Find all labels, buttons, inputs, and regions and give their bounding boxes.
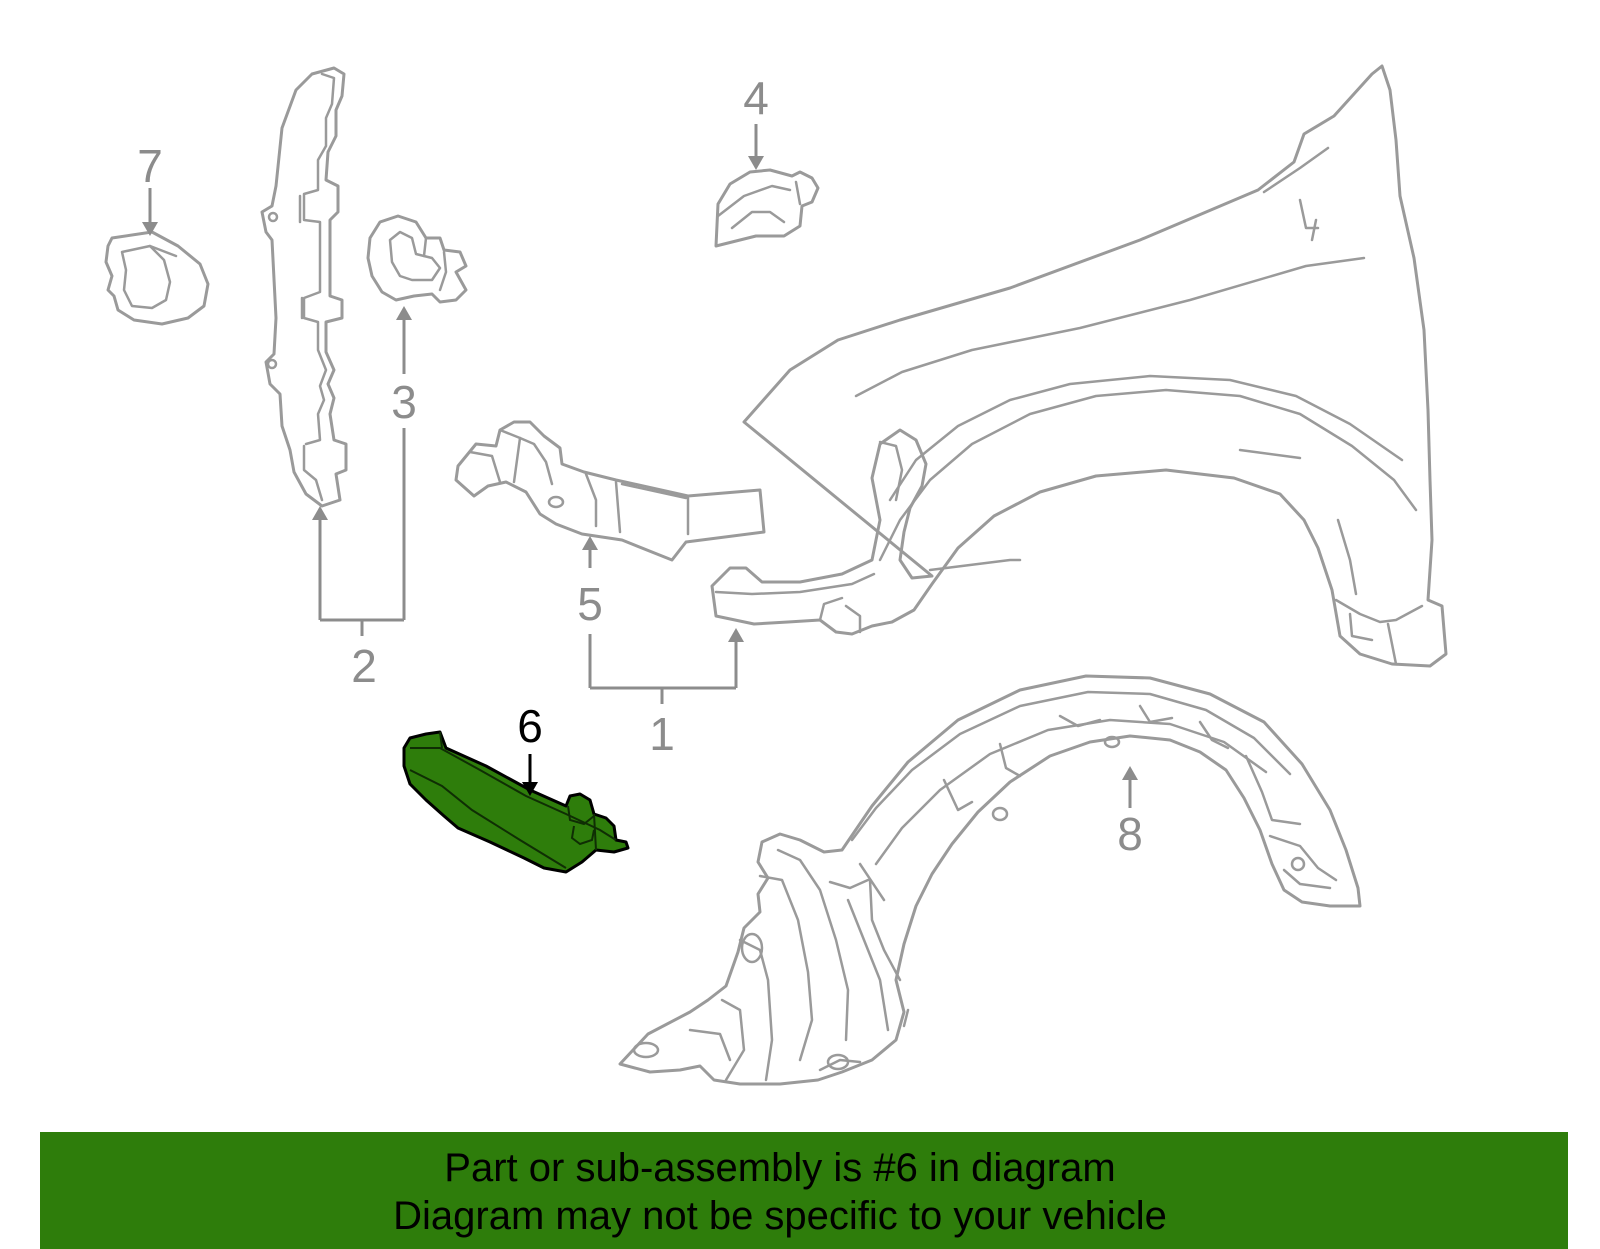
part-8-fender-liner [618,674,1362,1086]
part-2-side-bracket [260,66,348,508]
callout-3: 3 [391,376,417,428]
part-3-clip [366,214,468,304]
callout-4: 4 [743,72,769,124]
part-6-highlighted-bracket [402,730,630,874]
part-7-clip [104,230,210,326]
callout-6: 6 [517,700,543,752]
banner-line-part: Part or sub-assembly is #6 in diagram [444,1146,1116,1190]
part-1-fender [710,64,1448,668]
leaders [142,124,1138,808]
callout-5: 5 [577,578,603,630]
part-5-bracket [454,420,766,562]
callout-labels: 7 4 3 2 5 1 6 8 [137,72,1143,860]
callout-7: 7 [137,140,163,192]
info-banner: Part or sub-assembly is #6 in diagram Di… [40,1132,1568,1249]
part-4-retainer [714,168,820,248]
callout-1: 1 [649,708,675,760]
banner-text: Part or sub-assembly is #6 in diagram Di… [40,1144,1520,1240]
banner-line-disclaimer: Diagram may not be specific to your vehi… [393,1194,1167,1238]
callout-2: 2 [351,640,377,692]
callout-8: 8 [1117,808,1143,860]
